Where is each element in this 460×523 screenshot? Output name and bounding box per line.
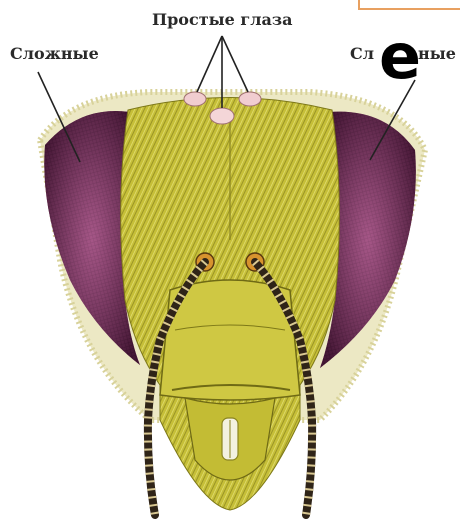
- compound-eyes-right-label-end: ные: [418, 44, 456, 63]
- ocellus-left: [184, 92, 206, 106]
- ocellus-right: [239, 92, 261, 106]
- compound-eyes-left-label: Сложные: [10, 44, 99, 63]
- ocellus-center: [210, 108, 234, 124]
- overlay-letter-e: e: [379, 26, 421, 88]
- simple-eyes-label: Простые глаза: [152, 10, 292, 29]
- compound-eyes-right-label-start: Сл: [350, 44, 374, 63]
